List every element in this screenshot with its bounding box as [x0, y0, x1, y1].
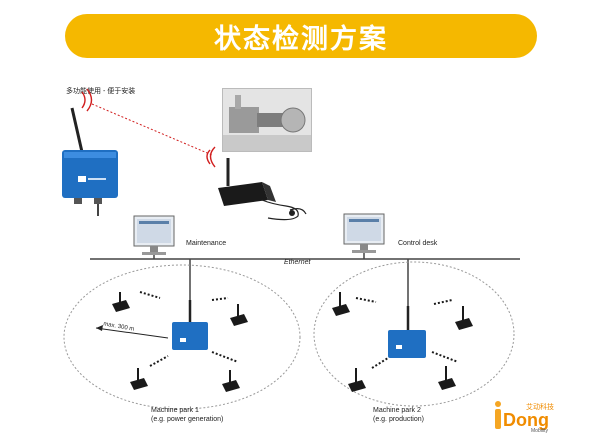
- control-desk-label: Control desk: [398, 240, 438, 247]
- park1-sensors: [112, 292, 248, 392]
- wireless-link-line: [91, 103, 213, 156]
- park1-title: Machine park 1: [151, 407, 199, 414]
- receiver-base: [218, 158, 307, 221]
- control-desk-monitor: [343, 213, 385, 259]
- park1-subtitle: (e.g. power generation): [151, 416, 224, 423]
- maintenance-label: Maintenance: [186, 240, 227, 247]
- maintenance-monitor: [133, 215, 175, 259]
- subtitle: 多功能使用 - 便于安装: [66, 88, 136, 95]
- logo-tag: Mobility: [531, 428, 548, 434]
- park2-sensors: [332, 292, 473, 392]
- signal-waves-top: [81, 88, 216, 168]
- park2-signal-dashes: [355, 297, 459, 369]
- ethernet-label: Ethernet: [284, 259, 311, 266]
- slide-title: 状态检测方案: [214, 23, 388, 55]
- idong-logo: Dong 艾动科技 Mobility: [493, 401, 563, 434]
- machine-park-2-circle: [313, 261, 515, 407]
- park2-subtitle: (e.g. production): [373, 416, 424, 423]
- title-banner: 状态检测方案: [65, 14, 537, 58]
- park1-signal-dashes: [139, 291, 239, 367]
- range-arrow: [95, 327, 169, 339]
- park1-transmitter: [172, 300, 208, 350]
- park2-title: Machine park 2: [373, 407, 421, 414]
- logo-brand: Dong: [503, 410, 549, 430]
- machine-photo: [222, 88, 312, 152]
- transmitter-main: [62, 107, 118, 216]
- logo-cn: 艾动科技: [526, 403, 554, 411]
- machine-park-1-circle: [63, 264, 301, 410]
- park2-transmitter: [388, 306, 426, 358]
